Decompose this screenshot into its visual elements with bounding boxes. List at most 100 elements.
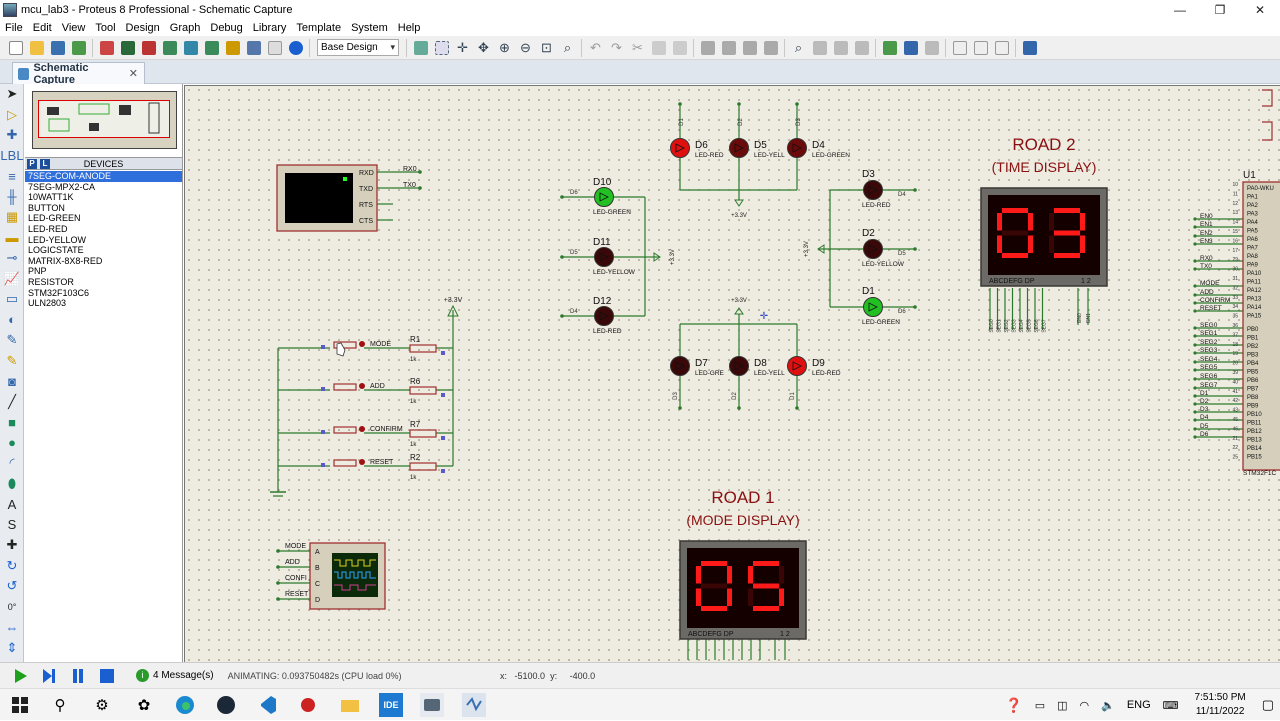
menu-system[interactable]: System [351, 22, 388, 34]
pcb-icon[interactable] [138, 38, 159, 58]
design-notes-icon[interactable] [264, 38, 285, 58]
zoom-out-icon[interactable]: ⊖ [520, 39, 531, 55]
virtual-instruments-icon[interactable]: ◙ [8, 373, 16, 389]
angle-field[interactable]: 0° [7, 601, 17, 612]
selection-mode-icon[interactable]: ➤ [6, 86, 18, 102]
block-copy-icon[interactable] [697, 38, 718, 58]
app-icon[interactable]: ✿ [137, 697, 151, 714]
stop-button[interactable] [95, 666, 119, 686]
battery-icon[interactable]: ▭ [1034, 699, 1046, 712]
pick-device-icon[interactable]: ⌕ [794, 39, 803, 55]
text-mode-icon[interactable]: A [7, 496, 17, 512]
list-item[interactable]: ULN2803 [28, 298, 67, 309]
junction-mode-icon[interactable]: ✚ [6, 127, 18, 143]
new-file-icon[interactable] [5, 38, 26, 58]
gerber-icon[interactable] [159, 38, 180, 58]
zoom-in-icon[interactable]: ⊕ [499, 39, 510, 55]
cut-icon[interactable]: ✂ [632, 39, 643, 55]
zoom-all-icon[interactable]: ⊡ [541, 39, 552, 55]
led-d4[interactable] [787, 138, 807, 158]
source-code-icon[interactable] [243, 38, 264, 58]
volume-icon[interactable]: 🔈 [1101, 699, 1115, 712]
tab-schematic-capture[interactable]: Schematic Capture ✕ [12, 62, 145, 86]
steam-icon[interactable] [214, 693, 238, 717]
library-manager-button[interactable]: L [40, 159, 50, 169]
list-item[interactable]: LOGICSTATE [28, 245, 84, 256]
new-sheet-icon[interactable] [949, 38, 970, 58]
menu-edit[interactable]: Edit [32, 22, 52, 34]
import-icon[interactable] [68, 38, 89, 58]
help-tray-icon[interactable]: ❓ [1005, 696, 1023, 713]
resistor-r1[interactable] [409, 344, 437, 353]
home-icon[interactable] [96, 38, 117, 58]
proteus-taskbar-icon[interactable] [462, 693, 486, 717]
path-mode-icon[interactable]: ⬮ [7, 475, 17, 491]
list-item[interactable]: STM32F103C6 [28, 287, 90, 298]
windows-start-icon[interactable] [8, 693, 32, 717]
network-icon[interactable]: ◫ [1057, 699, 1068, 712]
menu-template[interactable]: Template [296, 22, 342, 34]
menu-library[interactable]: Library [252, 22, 287, 34]
remove-sheet-icon[interactable] [970, 38, 991, 58]
make-device-icon[interactable] [809, 38, 830, 58]
copy-icon[interactable] [648, 38, 669, 58]
pushbutton-mode[interactable] [333, 341, 357, 349]
search-tag-icon[interactable] [900, 38, 921, 58]
block-rotate-icon[interactable] [739, 38, 760, 58]
3d-view-icon[interactable] [180, 38, 201, 58]
list-item[interactable]: LED-GREEN [28, 213, 81, 224]
led-d9[interactable] [787, 356, 807, 376]
overview-window[interactable] [32, 91, 177, 149]
clock[interactable]: 7:51:50 PM 11/11/2022 [1194, 692, 1246, 717]
app-red-icon[interactable] [296, 693, 320, 717]
led-d8[interactable] [729, 356, 749, 376]
vscode-icon[interactable] [255, 693, 279, 717]
exit-to-parent-icon[interactable] [991, 38, 1012, 58]
led-d2[interactable] [863, 239, 883, 259]
paste-icon[interactable] [669, 38, 690, 58]
undo-icon[interactable]: ↶ [590, 39, 601, 55]
list-item[interactable]: 10WATT1K [28, 192, 74, 203]
packaging-icon[interactable] [830, 38, 851, 58]
menu-debug[interactable]: Debug [210, 22, 243, 34]
block-move-icon[interactable] [718, 38, 739, 58]
open-folder-icon[interactable] [26, 38, 47, 58]
list-item[interactable]: MATRIX-8X8-RED [28, 255, 103, 266]
menu-design[interactable]: Design [125, 22, 160, 34]
symbol-mode-icon[interactable]: S [7, 517, 17, 533]
origin-icon[interactable]: ✛ [457, 39, 468, 55]
edge-browser-icon[interactable] [173, 693, 197, 717]
mirror-x-icon[interactable]: ⇔ [5, 619, 19, 635]
language-indicator[interactable]: ENG [1126, 699, 1151, 711]
minimize-button[interactable]: — [1174, 3, 1186, 17]
led-d11[interactable] [594, 247, 614, 267]
file-explorer-icon[interactable] [338, 693, 362, 717]
notifications-icon[interactable]: ▢ [1261, 697, 1274, 712]
pause-button[interactable] [66, 666, 90, 686]
block-delete-icon[interactable] [760, 38, 781, 58]
resistor-r6[interactable] [409, 386, 437, 395]
property-tool-icon[interactable] [921, 38, 942, 58]
help-icon[interactable] [285, 38, 306, 58]
save-icon[interactable] [47, 38, 68, 58]
marker-mode-icon[interactable]: ✚ [6, 537, 18, 553]
menu-tool[interactable]: Tool [95, 22, 116, 34]
list-item[interactable]: BUTTON [28, 202, 65, 213]
redo-icon[interactable]: ↷ [611, 39, 622, 55]
close-tab-icon[interactable]: ✕ [128, 68, 138, 80]
search-icon[interactable]: ⚲ [54, 697, 66, 714]
rotate-cw-icon[interactable]: ↻ [6, 557, 18, 573]
design-select[interactable]: Base Design [317, 39, 399, 56]
pushbutton-add[interactable] [333, 383, 357, 391]
graph-mode-icon[interactable]: 📈 [3, 270, 21, 286]
pushbutton-reset[interactable] [333, 459, 357, 467]
subcircuit-mode-icon[interactable]: ▦ [5, 209, 19, 225]
pushbutton-confirm[interactable] [333, 426, 357, 434]
step-button[interactable] [37, 666, 61, 686]
keyboard-icon[interactable]: ⌨ [1162, 699, 1179, 712]
play-button[interactable] [8, 666, 32, 686]
buses-mode-icon[interactable]: ╫ [7, 189, 17, 205]
menu-view[interactable]: View [61, 22, 86, 34]
bom-icon[interactable] [201, 38, 222, 58]
